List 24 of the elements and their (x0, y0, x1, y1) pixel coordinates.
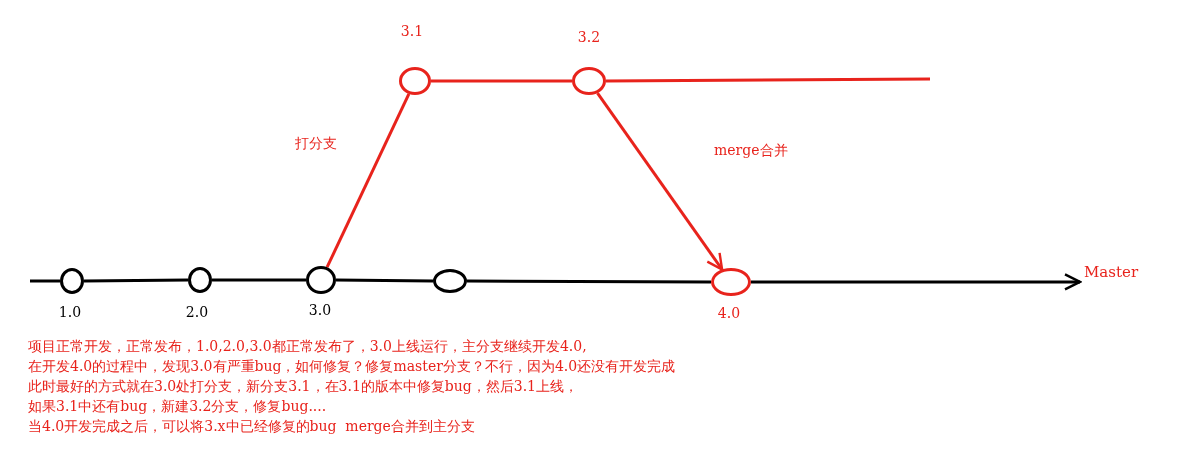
branch-line (212, 278, 306, 282)
note-text: 如果3.1中还有bug，新建3.2分支，修复bug.... (28, 398, 327, 416)
branch-line (325, 93, 411, 268)
note-text: 此时最好的方式就在3.0处打分支，新分支3.1，在3.1的版本中修复bug，然后3.1上线， (28, 378, 578, 396)
branch-line (84, 278, 188, 283)
note-text: 项目正常开发，正常发布，1.0,2.0,3.0都正常发布了，3.0上线运行，主分支继续开发4.0, (28, 338, 587, 356)
arrow (751, 273, 1082, 291)
version-label: 4.0 (717, 305, 741, 321)
branch-name: Master (1084, 263, 1139, 281)
version-label: 3.2 (577, 29, 601, 45)
version-label: 3.1 (400, 23, 424, 39)
edge-label: merge合并 (712, 142, 790, 160)
note-text: 在开发4.0的过程中，发现3.0有严重bug，如何修复？修复master分支？不行，因为4.0还没有开发完成 (28, 358, 676, 376)
version-label: 2.0 (185, 304, 209, 320)
version-label: 3.0 (308, 302, 332, 318)
edge-label: 打分支 (293, 135, 339, 153)
arrow (596, 92, 724, 271)
branch-line (336, 278, 433, 283)
version-label: 1.0 (58, 304, 82, 320)
branch-line (431, 79, 572, 83)
note-text: 当4.0开发完成之后，可以将3.x中已经修复的bug merge合并到主分支 (28, 418, 475, 436)
branch-line (606, 77, 930, 83)
branch-line (467, 279, 711, 284)
branch-line (30, 279, 60, 283)
